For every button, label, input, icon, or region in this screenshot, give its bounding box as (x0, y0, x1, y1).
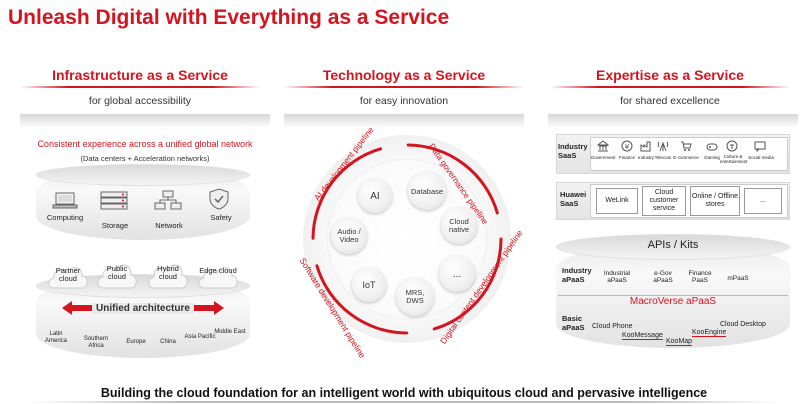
basic-cloud-phone: Cloud Phone (592, 323, 633, 330)
paas-mpaas: mPaaS (727, 275, 749, 282)
page-title: Unleash Digital with Everything as a Ser… (8, 6, 450, 29)
storage-icon (100, 190, 128, 210)
social-media-icon (754, 141, 766, 152)
industry-social-media: Social media (748, 155, 774, 160)
unified-architecture-label: Unified architecture (62, 303, 224, 314)
eaas-subtitle: for shared excellence (620, 95, 720, 107)
resource-computing: Computing (46, 213, 84, 222)
paas-cylinder-top (556, 234, 790, 260)
eaas-heading-underline (550, 86, 790, 88)
paas-e-gov: e-Gov aPaaS (653, 270, 673, 285)
resource-safety: Safety (210, 213, 232, 222)
basic-cloud-desktop: Cloud Desktop (720, 321, 766, 328)
taas-heading: Technology as a Service (322, 67, 486, 83)
network-subtitle: (Data centers + Acceleration networks) (80, 154, 210, 163)
industry-saas-label: Industry SaaS (558, 142, 588, 160)
huawei-online-offline-stores: Online / Offline stores (690, 186, 740, 216)
network-icon (154, 190, 182, 210)
iaas-heading: Infrastructure as a Service (52, 67, 228, 83)
node-mrs-dws: MRS, DWS (396, 278, 434, 316)
cloud-edge: Edge cloud (199, 266, 237, 275)
paas-cylinder (556, 244, 790, 348)
region-latin-america: Latin America (44, 331, 67, 344)
eaas-heading: Expertise as a Service (596, 67, 744, 83)
edge-cloud-icon (198, 267, 238, 289)
resource-network: Network (155, 221, 183, 230)
region-china: China (160, 339, 176, 345)
cloud-public: Public cloud (106, 264, 128, 282)
iaas-heading-underline (20, 86, 260, 88)
macroverse-divider (558, 295, 788, 296)
huawei-saas-label: Huawei SaaS (560, 190, 587, 208)
industry-telecom: Telecom (654, 155, 672, 160)
taas-heading-underline (284, 86, 524, 88)
iaas-shadow (20, 114, 270, 128)
region-europe: Europe (126, 339, 146, 345)
cloud-hybrid: Hybrid cloud (157, 264, 179, 282)
datacenter-cylinder-top (36, 164, 250, 186)
e-commerce-icon (681, 141, 692, 151)
cloud-partner: Partner cloud (55, 266, 81, 284)
industry-government: Government (590, 155, 616, 160)
huawei-cloud-customer-service: Cloud customer service (642, 186, 686, 216)
network-title: Consistent experience across a unified g… (37, 139, 253, 149)
eaas-shadow (548, 114, 798, 128)
public-cloud-icon (97, 264, 137, 289)
apis-kits-label: APIs / Kits (647, 239, 699, 251)
telecom-icon (657, 141, 669, 152)
industry-industry: Industry (637, 155, 654, 160)
government-icon (597, 140, 609, 152)
node-ai: AI (358, 179, 392, 213)
industry-e-commerce: E-commerce (673, 155, 699, 160)
node-iot: IoT (352, 268, 386, 302)
industry-gaming: Gaming (704, 155, 720, 160)
footer-statement: Building the cloud foundation for an int… (100, 386, 708, 400)
unified-architecture-text: Unified architecture (92, 303, 194, 314)
finance-icon: ¥ (621, 140, 633, 152)
node-cloud-native: Cloud native (441, 208, 477, 244)
taas-subtitle: for easy innovation (359, 95, 449, 107)
node-more: ... (439, 256, 475, 292)
huawei-more: ... (744, 188, 782, 214)
industry-paas-label: Industry aPaaS (562, 266, 592, 284)
technology-ring (303, 135, 511, 343)
paas-industrial: Industrial aPaaS (603, 270, 631, 285)
industry-finance: Finance (618, 155, 635, 160)
industry-culture: Culture & entertainment (720, 154, 748, 164)
taas-shadow (284, 114, 524, 128)
region-asia-pacific: Asia Pacific (184, 334, 216, 340)
node-database: Database (408, 172, 446, 210)
region-middle-east: Middle East (214, 329, 246, 335)
region-southern-africa: Southern Africa (83, 336, 109, 349)
macroverse-label: MacroVerse aPaaS (629, 296, 717, 307)
paas-finance: Finance PaaS (688, 270, 712, 285)
footer-underline (30, 401, 778, 403)
basic-paas-label: Basic aPaaS (562, 314, 585, 332)
basic-koomap: KooMap (666, 338, 693, 346)
gaming-icon (706, 143, 718, 151)
iaas-subtitle: for global accessibility (88, 95, 192, 107)
culture-icon (726, 140, 738, 152)
resource-storage: Storage (101, 221, 129, 230)
hybrid-cloud-icon (148, 264, 188, 289)
node-audio-video: Audio / Video (331, 218, 367, 254)
huawei-welink: WeLink (596, 188, 638, 214)
basic-koomessage: KooMessage (622, 332, 663, 340)
industry-icon (640, 141, 651, 152)
svg-text:¥: ¥ (625, 143, 630, 151)
computing-icon (52, 192, 78, 210)
basic-kooengine: KooEngine (692, 329, 727, 337)
partner-cloud-icon (48, 267, 88, 289)
safety-icon (208, 188, 230, 210)
